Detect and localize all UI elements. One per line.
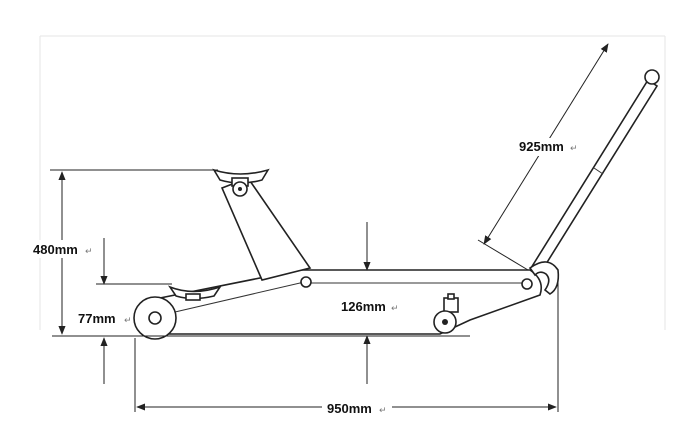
lifting-saddle-lowered: [167, 285, 222, 301]
rear-pivot-bolt: [521, 278, 533, 290]
handle-length-label: 925mm: [519, 139, 564, 154]
svg-text:↵: ↵: [379, 406, 387, 416]
svg-text:↵: ↵: [570, 144, 578, 154]
svg-text:↵: ↵: [391, 304, 399, 314]
svg-text:↵: ↵: [85, 247, 93, 257]
jack-frame-inner: [174, 282, 525, 313]
dimension-lines: [50, 43, 609, 412]
jack-handle: [528, 69, 660, 295]
svg-text:↵: ↵: [124, 316, 132, 326]
arm-pivot-bolt: [300, 276, 312, 288]
overall-length-label: 950mm: [327, 401, 372, 416]
frame-height-label: 126mm: [341, 299, 386, 314]
min-height-label: 77mm: [78, 311, 116, 326]
guide-lines: [39, 35, 666, 330]
max-height-label: 480mm: [33, 242, 78, 257]
dimension-labels: 480mm ↵ 77mm ↵ 126mm ↵ 925mm ↵ 950mm ↵: [30, 138, 582, 417]
front-wheel: [133, 296, 177, 340]
lifting-saddle-raised: [212, 168, 270, 197]
rear-caster-wheel: [433, 293, 459, 334]
